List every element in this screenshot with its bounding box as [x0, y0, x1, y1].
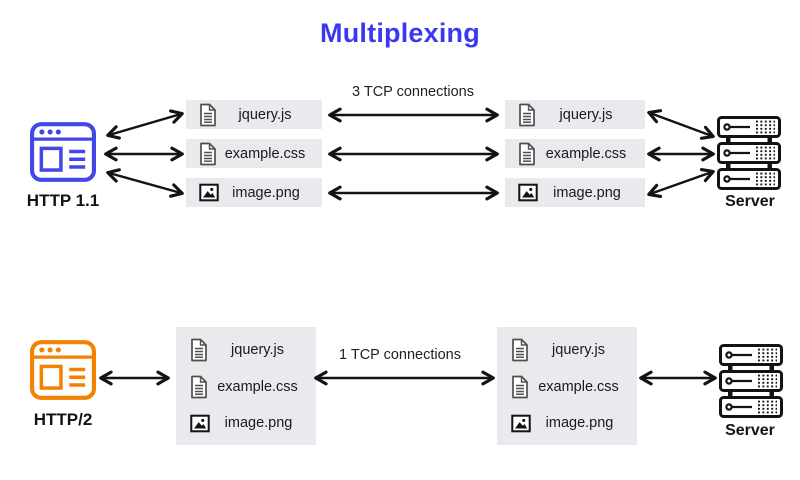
- file-row: jquery.js: [176, 338, 316, 362]
- server-rack-icon: [717, 116, 781, 190]
- http11-browser-icon: [30, 122, 96, 182]
- document-icon: [191, 375, 207, 398]
- file-name: image.png: [545, 415, 614, 431]
- file-name: example.css: [538, 378, 619, 395]
- http11-server-file-chip: image.png: [505, 178, 645, 207]
- file-name: example.css: [545, 145, 627, 162]
- image-icon: [190, 414, 210, 432]
- file-row: example.css: [497, 375, 637, 399]
- http11-server-label: Server: [725, 193, 775, 210]
- http11-server-file-chip: jquery.js: [505, 100, 645, 129]
- http11-connection-count-label: 3 TCP connections: [352, 84, 474, 100]
- document-icon: [200, 142, 216, 165]
- document-icon: [200, 103, 216, 126]
- image-icon: [511, 414, 531, 432]
- file-row: image.png: [176, 412, 316, 435]
- http2-server-files-box: jquery.js example.css image.png: [497, 327, 637, 445]
- arrow-http11-server-jquery: [647, 109, 715, 140]
- file-name: image.png: [553, 184, 621, 201]
- file-name: example.css: [224, 145, 306, 162]
- file-name: image.png: [232, 184, 300, 201]
- file-name: example.css: [217, 378, 298, 395]
- file-name: jquery.js: [552, 341, 605, 358]
- file-row: example.css: [176, 375, 316, 399]
- http11-client-file-chip: image.png: [186, 178, 322, 207]
- image-icon: [199, 183, 219, 202]
- http2-client-files-box: jquery.js example.css image.png: [176, 327, 316, 445]
- document-icon: [519, 103, 535, 126]
- document-icon: [512, 375, 528, 398]
- file-name: image.png: [224, 415, 293, 431]
- arrow-http11-client-image: [106, 168, 184, 198]
- file-row: image.png: [497, 412, 637, 435]
- http11-client-file-chip: jquery.js: [186, 100, 322, 129]
- image-icon: [518, 183, 538, 202]
- document-icon: [191, 338, 207, 361]
- arrow-http11-server-image: [647, 167, 715, 199]
- server-rack-icon: [719, 344, 783, 418]
- file-name: jquery.js: [231, 341, 284, 358]
- file-row: jquery.js: [497, 338, 637, 362]
- file-name: jquery.js: [238, 106, 292, 123]
- http11-client-file-chip: example.css: [186, 139, 322, 168]
- arrow-http11-client-jquery: [106, 109, 184, 140]
- file-name: jquery.js: [559, 106, 613, 123]
- http2-browser-icon: [30, 340, 96, 400]
- http2-label: HTTP/2: [33, 410, 93, 429]
- document-icon: [519, 142, 535, 165]
- http2-connection-count-label: 1 TCP connections: [339, 347, 461, 363]
- http11-server-file-chip: example.css: [505, 139, 645, 168]
- document-icon: [512, 338, 528, 361]
- http11-label: HTTP 1.1: [26, 191, 100, 210]
- http2-server-label: Server: [725, 422, 775, 439]
- diagram-title: Multiplexing: [320, 18, 480, 48]
